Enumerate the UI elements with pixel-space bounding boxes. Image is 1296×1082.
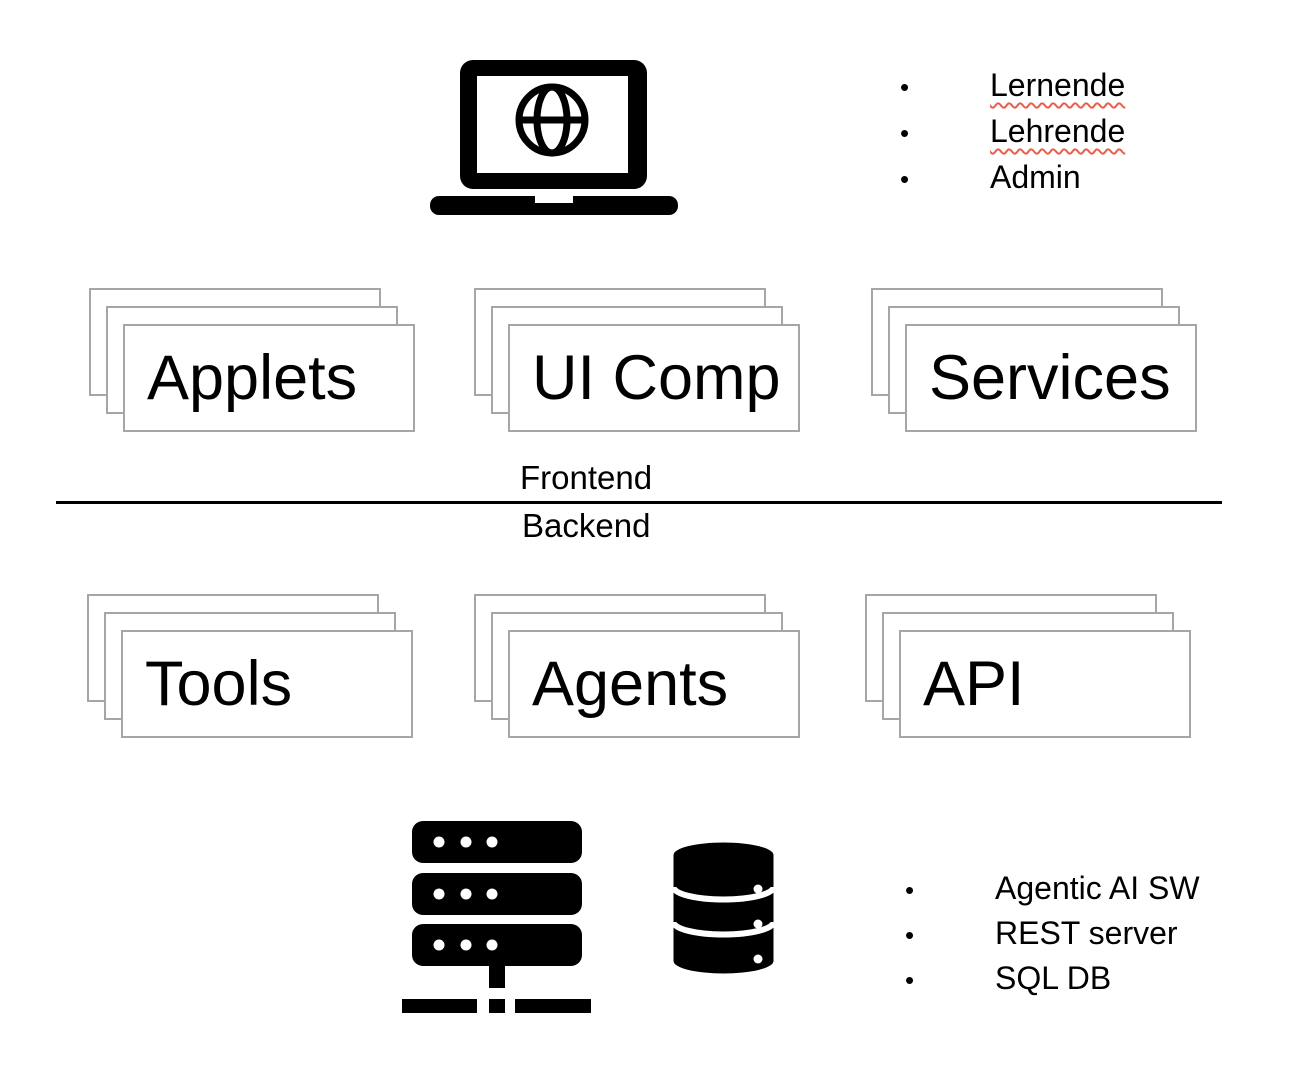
stack-label: UI Comp bbox=[532, 342, 781, 413]
stack-label: Tools bbox=[145, 648, 293, 719]
user-role-label: Lernende bbox=[990, 67, 1126, 103]
list-item: • SQL DB bbox=[899, 956, 1200, 1001]
stack-card: Tools bbox=[121, 630, 413, 738]
stack-label: Services bbox=[929, 342, 1171, 413]
stack-card: Agents bbox=[508, 630, 800, 738]
stack-agents: Agents bbox=[474, 594, 804, 742]
bullet-icon: • bbox=[905, 920, 915, 950]
stack-label: Applets bbox=[147, 342, 358, 413]
server-rack-icon bbox=[402, 821, 591, 1013]
stack-services: Services bbox=[871, 288, 1201, 436]
stack-card: UI Comp bbox=[508, 324, 800, 432]
infrastructure-label: REST server bbox=[995, 915, 1178, 951]
stack-tools: Tools bbox=[87, 594, 417, 742]
database-icon bbox=[673, 842, 774, 974]
bullet-icon: • bbox=[900, 72, 910, 102]
frontend-label: Frontend bbox=[520, 459, 653, 496]
list-item: • Admin bbox=[894, 154, 1125, 200]
bullet-icon: • bbox=[900, 164, 910, 194]
laptop-globe-icon bbox=[430, 60, 678, 215]
stack-applets: Applets bbox=[89, 288, 419, 436]
list-item: • REST server bbox=[899, 911, 1200, 956]
stack-ui-comp: UI Comp bbox=[474, 288, 804, 436]
user-roles-list: • Lernende • Lehrende • Admin bbox=[894, 62, 1125, 200]
list-item: • Lernende bbox=[894, 62, 1125, 108]
infrastructure-label: Agentic AI SW bbox=[995, 870, 1200, 906]
stack-api: API bbox=[865, 594, 1195, 742]
backend-label: Backend bbox=[522, 507, 651, 544]
stack-label: Agents bbox=[532, 648, 729, 719]
user-role-label: Admin bbox=[990, 159, 1081, 195]
stack-card: Applets bbox=[123, 324, 415, 432]
list-item: • Lehrende bbox=[894, 108, 1125, 154]
user-role-label: Lehrende bbox=[990, 113, 1126, 149]
stack-card: API bbox=[899, 630, 1191, 738]
frontend-backend-divider bbox=[56, 501, 1222, 504]
infrastructure-list: • Agentic AI SW • REST server • SQL DB bbox=[899, 866, 1200, 1001]
stack-card: Services bbox=[905, 324, 1197, 432]
stack-label: API bbox=[923, 648, 1025, 719]
list-item: • Agentic AI SW bbox=[899, 866, 1200, 911]
infrastructure-label: SQL DB bbox=[995, 960, 1112, 996]
bullet-icon: • bbox=[900, 118, 910, 148]
bullet-icon: • bbox=[905, 875, 915, 905]
bullet-icon: • bbox=[905, 965, 915, 995]
